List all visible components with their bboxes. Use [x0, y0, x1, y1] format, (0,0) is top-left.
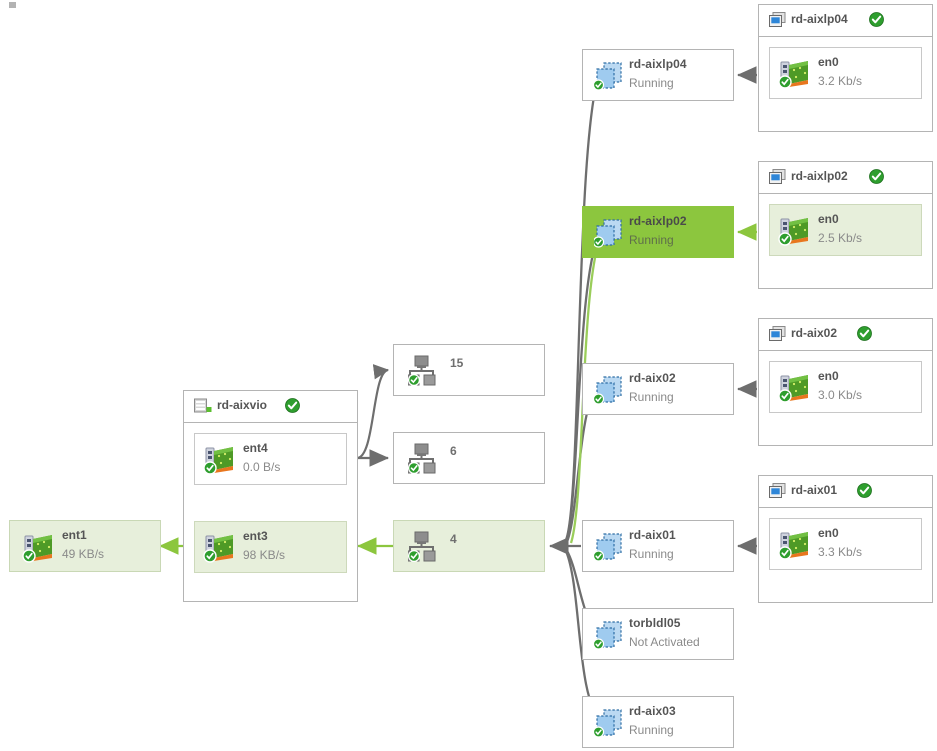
status-ok-icon: [285, 398, 300, 413]
adapter-rate: 3.3 Kb/s: [818, 545, 863, 559]
server-icon: [769, 483, 786, 498]
server-panel-rd-aix01[interactable]: rd-aix01 en0 3.3 K: [758, 475, 933, 603]
lpar-icon: [594, 621, 622, 650]
adapter-rate: 98 KB/s: [243, 548, 286, 562]
server-header: rd-aixlp02: [759, 162, 932, 194]
server-panel-rd-aixlp02[interactable]: rd-aixlp02 en0 2.5: [758, 161, 933, 289]
network-adapter-icon: [778, 218, 808, 246]
status-ok-icon: [869, 169, 884, 184]
server-header: rd-aix01: [759, 476, 932, 508]
vios-container[interactable]: rd-aixvio ent4 0.0 B/s: [183, 390, 358, 602]
lpar-name: rd-aixlp02: [629, 214, 687, 228]
adapter-rate: 2.5 Kb/s: [818, 231, 863, 245]
lpar-icon: [594, 533, 622, 562]
vios-server-icon: [194, 398, 212, 413]
vlan-network-icon: [408, 443, 436, 475]
server-adapter-en0[interactable]: en0 3.0 Kb/s: [769, 361, 922, 413]
vios-adapter-ent4[interactable]: ent4 0.0 B/s: [194, 433, 347, 485]
link-ent4-to-vlan15: [356, 364, 390, 460]
lpar-state: Running: [629, 76, 674, 90]
vlan-box-4[interactable]: 4: [393, 520, 545, 572]
server-panel-rd-aixlp04[interactable]: rd-aixlp04 en0 3.2: [758, 4, 933, 132]
server-body: en0 3.2 Kb/s: [759, 37, 932, 109]
network-adapter-icon: [778, 375, 808, 403]
server-header: rd-aix02: [759, 319, 932, 351]
adapter-name: ent4: [243, 441, 268, 455]
adapter-rate: 0.0 B/s: [243, 460, 281, 474]
server-adapter-en0[interactable]: en0 3.3 Kb/s: [769, 518, 922, 570]
network-adapter-icon: [203, 535, 233, 563]
server-adapter-en0[interactable]: en0 3.2 Kb/s: [769, 47, 922, 99]
vlan-id: 4: [450, 532, 457, 546]
lpar-name: rd-aix01: [629, 528, 676, 542]
status-ok-icon: [869, 12, 884, 27]
lpar-state: Running: [629, 547, 674, 561]
adapter-rate: 3.2 Kb/s: [818, 74, 863, 88]
lpar-state: Running: [629, 723, 674, 737]
vios-name: rd-aixvio: [217, 398, 268, 412]
vlan-box-15[interactable]: 15: [393, 344, 545, 396]
lpar-node-rd-aix03[interactable]: rd-aix03 Running: [582, 696, 734, 748]
server-panel-rd-aix02[interactable]: rd-aix02 en0 3.0 K: [758, 318, 933, 446]
server-icon: [769, 12, 786, 27]
server-icon: [769, 169, 786, 184]
server-body: en0 2.5 Kb/s: [759, 194, 932, 266]
lpar-state: Not Activated: [629, 635, 700, 649]
lpar-node-rd-aix01[interactable]: rd-aix01 Running: [582, 520, 734, 572]
adapter-name: en0: [818, 55, 839, 69]
vios-header: rd-aixvio: [184, 391, 357, 423]
vlan-network-icon: [408, 531, 436, 563]
lpar-icon: [594, 219, 622, 248]
adapter-rate: 3.0 Kb/s: [818, 388, 863, 402]
vlan-network-icon: [408, 355, 436, 387]
adapter-name: ent1: [62, 528, 87, 542]
lpar-name: rd-aixlp04: [629, 57, 687, 71]
lpar-state: Running: [629, 390, 674, 404]
server-name: rd-aix02: [791, 326, 838, 340]
server-adapter-en0[interactable]: en0 2.5 Kb/s: [769, 204, 922, 256]
server-body: en0 3.0 Kb/s: [759, 351, 932, 423]
network-adapter-icon: [778, 61, 808, 89]
server-name: rd-aix01: [791, 483, 838, 497]
server-header: rd-aixlp04: [759, 5, 932, 37]
adapter-name: ent3: [243, 529, 268, 543]
vlan-box-6[interactable]: 6: [393, 432, 545, 484]
adapter-name: en0: [818, 212, 839, 226]
vlan-id: 6: [450, 444, 457, 458]
lpar-node-torbldl05[interactable]: torbldl05 Not Activated: [582, 608, 734, 660]
server-icon: [769, 326, 786, 341]
lpar-icon: [594, 62, 622, 91]
server-name: rd-aixlp04: [791, 12, 848, 26]
link-server-arrows: [736, 66, 757, 555]
physical-adapter-ent1[interactable]: ent1 49 KB/s: [9, 520, 161, 572]
adapter-name: en0: [818, 369, 839, 383]
lpar-name: rd-aix03: [629, 704, 676, 718]
lpar-icon: [594, 709, 622, 738]
lpar-node-rd-aixlp04[interactable]: rd-aixlp04 Running: [582, 49, 734, 101]
adapter-name: en0: [818, 526, 839, 540]
vlan-id: 15: [450, 356, 464, 370]
lpar-name: rd-aix02: [629, 371, 676, 385]
status-ok-icon: [857, 483, 872, 498]
lpar-icon: [594, 376, 622, 405]
status-ok-icon: [857, 326, 872, 341]
lpar-name: torbldl05: [629, 616, 681, 630]
network-adapter-icon: [778, 532, 808, 560]
network-adapter-icon: [22, 535, 52, 563]
lpar-node-rd-aix02[interactable]: rd-aix02 Running: [582, 363, 734, 415]
lpar-state: Running: [629, 233, 674, 247]
vios-adapter-ent3[interactable]: ent3 98 KB/s: [194, 521, 347, 573]
lpar-node-rd-aixlp02[interactable]: rd-aixlp02 Running: [582, 206, 734, 258]
network-adapter-icon: [203, 447, 233, 475]
server-body: en0 3.3 Kb/s: [759, 508, 932, 580]
server-name: rd-aixlp02: [791, 169, 848, 183]
corner-artifact: [9, 2, 16, 8]
adapter-rate: 49 KB/s: [62, 547, 105, 561]
